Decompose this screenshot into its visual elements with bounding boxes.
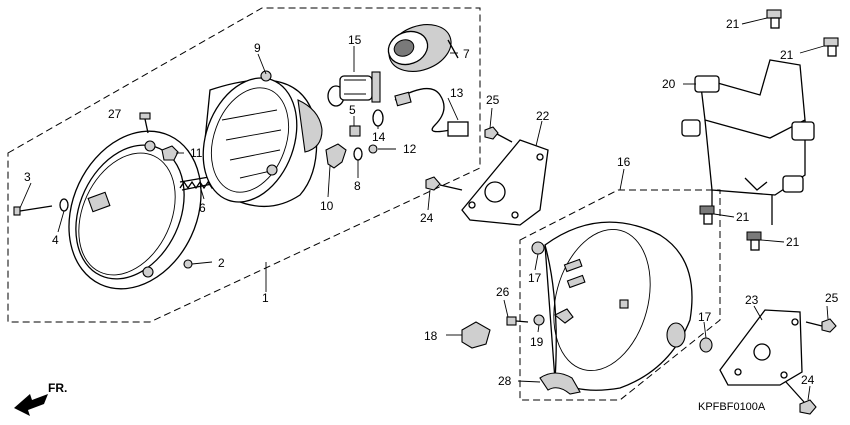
leader-lines — [19, 17, 829, 401]
bolt-25-top — [484, 126, 513, 143]
callout-26: 26 — [496, 285, 510, 299]
diagram-code: KPFBF0100A — [698, 401, 766, 413]
front-direction-arrow: FR. — [14, 381, 67, 416]
headlight-unit — [202, 70, 323, 208]
bolt-24-right — [785, 381, 817, 415]
nut-19 — [533, 314, 545, 326]
callout-25-top: 25 — [486, 93, 500, 107]
callout-22: 22 — [536, 109, 550, 123]
callout-4: 4 — [52, 233, 59, 247]
callout-3: 3 — [24, 170, 31, 184]
grommet-17-b — [699, 337, 713, 353]
headlight-assembly-box — [7, 7, 481, 323]
callout-17-b: 17 — [698, 310, 712, 324]
nut-11 — [161, 145, 179, 161]
bolt-25-right — [805, 318, 837, 333]
socket-5 — [349, 125, 361, 137]
callout-8: 8 — [354, 179, 361, 193]
headlight-case-box — [519, 189, 721, 401]
callout-19: 19 — [530, 335, 544, 349]
bulb-15 — [327, 71, 381, 107]
callout-1: 1 — [262, 291, 269, 305]
callout-20: 20 — [662, 77, 676, 91]
headlight-rim — [68, 130, 202, 290]
mount-21-d — [746, 231, 762, 251]
callout-25-right: 25 — [825, 291, 839, 305]
callout-23: 23 — [745, 293, 759, 307]
clamp-28 — [539, 372, 581, 395]
bolt-24-left — [425, 176, 463, 191]
callout-27: 27 — [108, 107, 122, 121]
mount-21-a — [766, 9, 782, 29]
callout-21-d: 21 — [786, 235, 800, 249]
callout-16: 16 — [617, 155, 631, 169]
screw-27 — [139, 112, 151, 134]
bracket-22 — [461, 139, 549, 226]
callout-13: 13 — [450, 86, 464, 100]
bracket-23 — [719, 309, 803, 386]
callout-5: 5 — [349, 103, 356, 117]
callout-21-a: 21 — [726, 17, 740, 31]
stay-frame-20 — [681, 59, 815, 225]
callout-2: 2 — [218, 256, 225, 270]
harness-13 — [394, 88, 469, 137]
clip-10 — [325, 143, 347, 169]
washer-4 — [59, 198, 69, 212]
callout-21-b: 21 — [780, 48, 794, 62]
callout-14: 14 — [372, 130, 386, 144]
bulb-14 — [372, 109, 384, 127]
callout-6: 6 — [199, 201, 206, 215]
callout-18: 18 — [424, 329, 438, 343]
callout-9: 9 — [254, 41, 261, 55]
callout-10: 10 — [320, 199, 334, 213]
callout-7: 7 — [463, 47, 470, 61]
callout-28: 28 — [498, 374, 512, 388]
grommet-12 — [368, 144, 378, 154]
callout-24-right: 24 — [801, 373, 815, 387]
callout-17-a: 17 — [528, 271, 542, 285]
grommet-17-a — [531, 241, 545, 255]
callout-24-left: 24 — [420, 211, 434, 225]
screw-26 — [506, 316, 529, 326]
callout-11: 11 — [190, 146, 203, 160]
clamp-18 — [461, 321, 491, 349]
front-label: FR. — [48, 381, 67, 395]
mount-21-c — [699, 205, 715, 225]
headlight-case — [544, 221, 693, 391]
callout-12: 12 — [403, 142, 417, 156]
mount-21-b — [823, 37, 839, 57]
callout-15: 15 — [348, 33, 362, 47]
washer-8 — [353, 147, 363, 161]
dust-cover-7 — [387, 24, 459, 72]
screw-3 — [13, 205, 53, 216]
callout-21-c: 21 — [736, 210, 750, 224]
